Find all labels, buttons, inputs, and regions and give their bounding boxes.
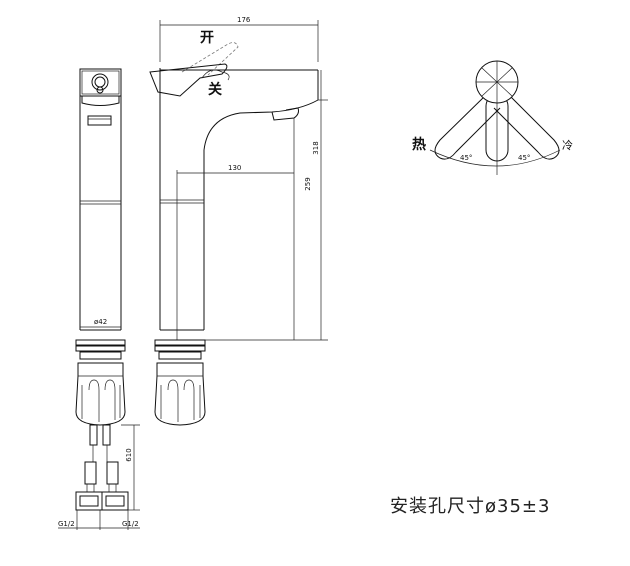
hose-length-label: 610 — [125, 448, 133, 461]
thread-right-label: G1/2 — [122, 520, 139, 528]
spout-height-label: 259 — [304, 177, 312, 190]
hot-label: 热 — [412, 136, 426, 153]
angle-left-label: 45° — [460, 154, 472, 162]
handle-close-label: 关 — [208, 81, 222, 98]
top-view-handle-rotation: 热 冷 45° 45° — [412, 60, 573, 175]
front-view: 176 开 关 130 259 318 — [149, 16, 328, 426]
side-view: ø42 610 G1/2 G1/2 — [58, 68, 140, 530]
width-top-label: 176 — [237, 16, 251, 24]
cold-label: 冷 — [562, 139, 573, 152]
spout-reach-label: 130 — [228, 164, 241, 172]
angle-right-label: 45° — [518, 154, 530, 162]
installation-hole-caption: 安装孔尺寸ø35±3 — [390, 496, 550, 517]
body-diameter-label: ø42 — [94, 318, 107, 326]
handle-open-label: 开 — [200, 30, 214, 46]
height-total-label: 318 — [312, 141, 320, 154]
thread-left-label: G1/2 — [58, 520, 75, 528]
